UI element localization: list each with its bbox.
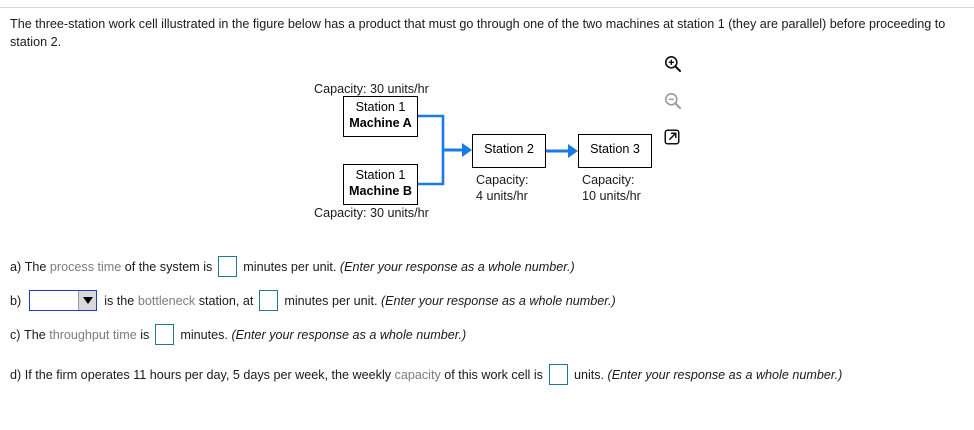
- station2-label: Station 2: [484, 142, 534, 156]
- capacity-label-machine-b: Capacity: 30 units/hr: [314, 206, 429, 220]
- answer-c-input[interactable]: [155, 324, 175, 345]
- answer-d-mid: of this work cell is: [444, 367, 543, 382]
- question-stem: The three-station work cell illustrated …: [10, 17, 946, 49]
- popout-button[interactable]: [657, 122, 687, 152]
- station2-capacity-line2: 4 units/hr: [476, 189, 528, 203]
- chevron-down-icon[interactable]: [78, 291, 97, 310]
- answer-a-post: minutes per unit.: [243, 259, 337, 274]
- station1-machine-b-line2: Machine B: [349, 183, 412, 198]
- answer-b-mid1: is the: [104, 293, 135, 308]
- zoom-out-icon: [664, 92, 681, 109]
- capacity-label-machine-a: Capacity: 30 units/hr: [314, 82, 429, 96]
- bottleneck-station-dropdown[interactable]: [29, 290, 98, 311]
- answer-a-mid: of the system is: [124, 259, 213, 274]
- answer-line-b: b) is the bottleneck station, at minutes…: [10, 290, 616, 311]
- answer-d-pre: If the firm operates 11 hours per day, 5…: [24, 367, 392, 382]
- station2-capacity-line1: Capacity:: [476, 173, 529, 187]
- parallel-merge-bracket: [418, 114, 445, 186]
- station1-machine-b-line1: Station 1: [355, 168, 406, 182]
- answer-c-mid: is: [140, 327, 150, 342]
- answer-line-d: d) If the firm operates 11 hours per day…: [10, 364, 842, 385]
- answer-c-hint: (Enter your response as a whole number.): [231, 327, 467, 342]
- station3-box: Station 3: [578, 134, 652, 168]
- answer-c-post: minutes.: [180, 327, 228, 342]
- station2-box: Station 2: [472, 134, 546, 168]
- answer-b-marker: b): [10, 293, 22, 308]
- station3-label: Station 3: [590, 142, 640, 156]
- answer-b-input[interactable]: [259, 290, 279, 311]
- station1-machine-b-box: Station 1 Machine B: [343, 164, 418, 205]
- answer-a-input[interactable]: [218, 256, 238, 277]
- zoom-in-button[interactable]: [657, 48, 687, 78]
- answer-d-hint: (Enter your response as a whole number.): [607, 367, 843, 382]
- station1-machine-a-line1: Station 1: [355, 100, 406, 114]
- station3-capacity-line1: Capacity:: [582, 173, 635, 187]
- glossary-link-process-time[interactable]: process time: [49, 259, 122, 274]
- glossary-link-bottleneck[interactable]: bottleneck: [137, 293, 196, 308]
- glossary-link-capacity[interactable]: capacity: [394, 367, 441, 382]
- answer-a-marker: a): [10, 259, 22, 274]
- work-cell-figure: Capacity: 30 units/hr Station 1 Machine …: [0, 72, 700, 227]
- figure-toolbar: [657, 48, 691, 159]
- answer-d-post: units.: [573, 367, 605, 382]
- answer-line-c: c) The throughput time is minutes. (Ente…: [10, 324, 466, 345]
- station1-machine-a-line2: Machine A: [349, 115, 412, 130]
- arrowhead-to-station2: [462, 143, 472, 157]
- glossary-link-throughput-time[interactable]: throughput time: [49, 327, 137, 342]
- arrowhead-to-station3: [568, 144, 578, 158]
- answer-b-hint: (Enter your response as a whole number.): [380, 293, 616, 308]
- answer-a-hint: (Enter your response as a whole number.): [339, 259, 575, 274]
- answer-c-marker: c): [10, 327, 21, 342]
- zoom-in-icon: [664, 55, 681, 72]
- answer-c-pre: The: [24, 327, 46, 342]
- answer-d-marker: d): [10, 367, 22, 382]
- station3-capacity-line2: 10 units/hr: [582, 189, 641, 203]
- open-in-new-window-icon: [664, 129, 680, 145]
- answer-b-post: minutes per unit.: [284, 293, 378, 308]
- bottleneck-station-dropdown-value: [30, 291, 78, 310]
- station1-machine-a-box: Station 1 Machine A: [343, 96, 418, 137]
- answer-line-a: a) The process time of the system is min…: [10, 256, 575, 277]
- answer-d-input[interactable]: [548, 364, 568, 385]
- station2-capacity: Capacity: 4 units/hr: [476, 172, 529, 204]
- answer-a-pre: The: [24, 259, 47, 274]
- top-divider: [0, 7, 974, 8]
- answer-b-mid2: station, at: [198, 293, 254, 308]
- zoom-out-button[interactable]: [657, 85, 687, 115]
- station3-capacity: Capacity: 10 units/hr: [582, 172, 641, 204]
